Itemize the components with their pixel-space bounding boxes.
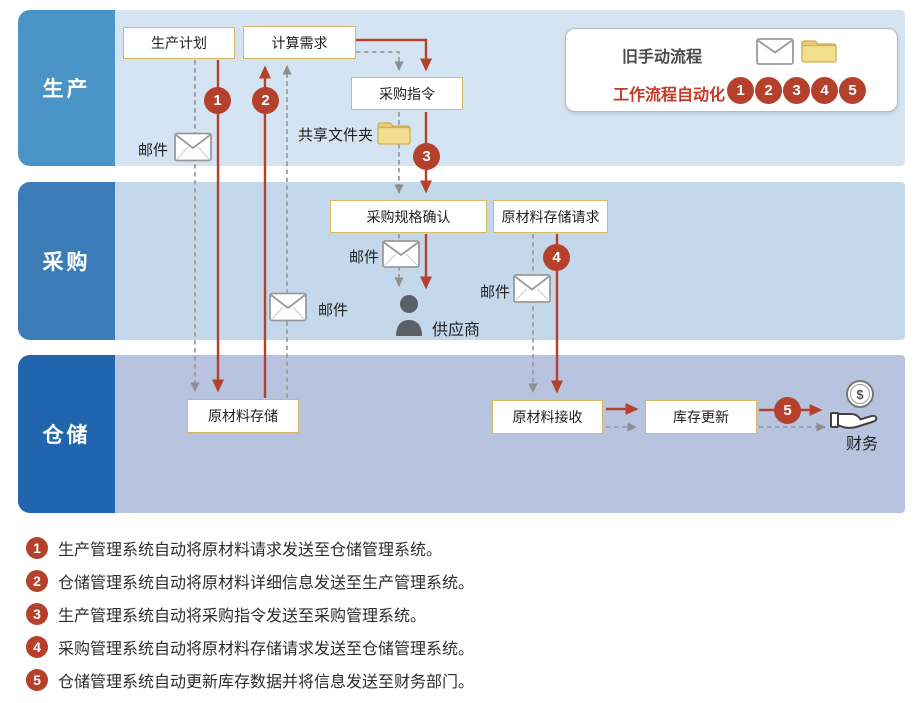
legend-step-5-badge: 5 (839, 77, 866, 104)
node-inventory-update: 库存更新 (645, 400, 757, 434)
legend-automation-label: 工作流程自动化 (612, 87, 725, 104)
flow-step-2-badge: 2 (252, 87, 279, 114)
note-2-text: 仓储管理系统自动将原材料详细信息发送至生产管理系统。 (58, 575, 475, 592)
legend-step-2-badge: 2 (755, 77, 782, 104)
note-item: 1 生产管理系统自动将原材料请求发送至仓储管理系统。 (26, 535, 442, 561)
lane-production-label: 生产 (18, 10, 115, 166)
node-material-storage-request: 原材料存储请求 (493, 200, 608, 233)
flow-step-5-badge: 5 (774, 397, 801, 424)
flow-step-3-badge: 3 (413, 143, 440, 170)
legend-old-manual-label: 旧手动流程 (621, 49, 702, 66)
note-item: 2 仓储管理系统自动将原材料详细信息发送至生产管理系统。 (26, 568, 474, 594)
email-label: 邮件 (479, 284, 510, 301)
note-4-text: 采购管理系统自动将原材料存储请求发送至仓储管理系统。 (58, 641, 475, 658)
node-calc-demand: 计算需求 (243, 26, 356, 59)
node-purchase-order: 采购指令 (351, 77, 463, 110)
note-1-text: 生产管理系统自动将原材料请求发送至仓储管理系统。 (58, 542, 443, 559)
email-label: 邮件 (348, 249, 379, 266)
finance-label: 财务 (845, 436, 878, 453)
flow-step-4-badge: 4 (543, 244, 570, 271)
legend-step-4-badge: 4 (811, 77, 838, 104)
finance-icon: $ (828, 378, 890, 434)
shared-folder-label: 共享文件夹 (297, 127, 373, 144)
lane-warehouse-body (115, 355, 905, 513)
legend-step-3-badge: 3 (783, 77, 810, 104)
node-material-storage: 原材料存储 (187, 399, 299, 433)
supplier-label: 供应商 (432, 322, 481, 339)
note-item: 3 生产管理系统自动将采购指令发送至采购管理系统。 (26, 601, 426, 627)
note-3-badge: 3 (26, 603, 48, 625)
note-5-text: 仓储管理系统自动更新库存数据并将信息发送至财务部门。 (58, 674, 475, 691)
email-icon (269, 292, 307, 322)
note-3-text: 生产管理系统自动将采购指令发送至采购管理系统。 (58, 608, 427, 625)
email-label: 邮件 (137, 142, 168, 159)
node-production-plan: 生产计划 (123, 27, 235, 59)
email-icon (174, 132, 212, 162)
legend-step-1-badge: 1 (727, 77, 754, 104)
email-icon (382, 240, 420, 268)
email-icon (513, 274, 551, 303)
email-icon (756, 38, 794, 65)
note-5-badge: 5 (26, 669, 48, 691)
lane-procurement-label: 采购 (18, 182, 115, 340)
note-item: 5 仓储管理系统自动更新库存数据并将信息发送至财务部门。 (26, 667, 474, 693)
note-4-badge: 4 (26, 636, 48, 658)
note-1-badge: 1 (26, 537, 48, 559)
node-purchase-spec-confirm: 采购规格确认 (330, 200, 487, 233)
flow-step-1-badge: 1 (204, 87, 231, 114)
node-material-receipt: 原材料接收 (492, 400, 603, 434)
lane-warehouse-label: 仓储 (18, 355, 115, 513)
supplier-icon (394, 294, 424, 336)
svg-text:$: $ (856, 387, 864, 402)
shared-folder-icon (376, 118, 412, 146)
note-item: 4 采购管理系统自动将原材料存储请求发送至仓储管理系统。 (26, 634, 474, 660)
note-2-badge: 2 (26, 570, 48, 592)
email-label: 邮件 (318, 302, 349, 319)
folder-icon (800, 36, 838, 64)
